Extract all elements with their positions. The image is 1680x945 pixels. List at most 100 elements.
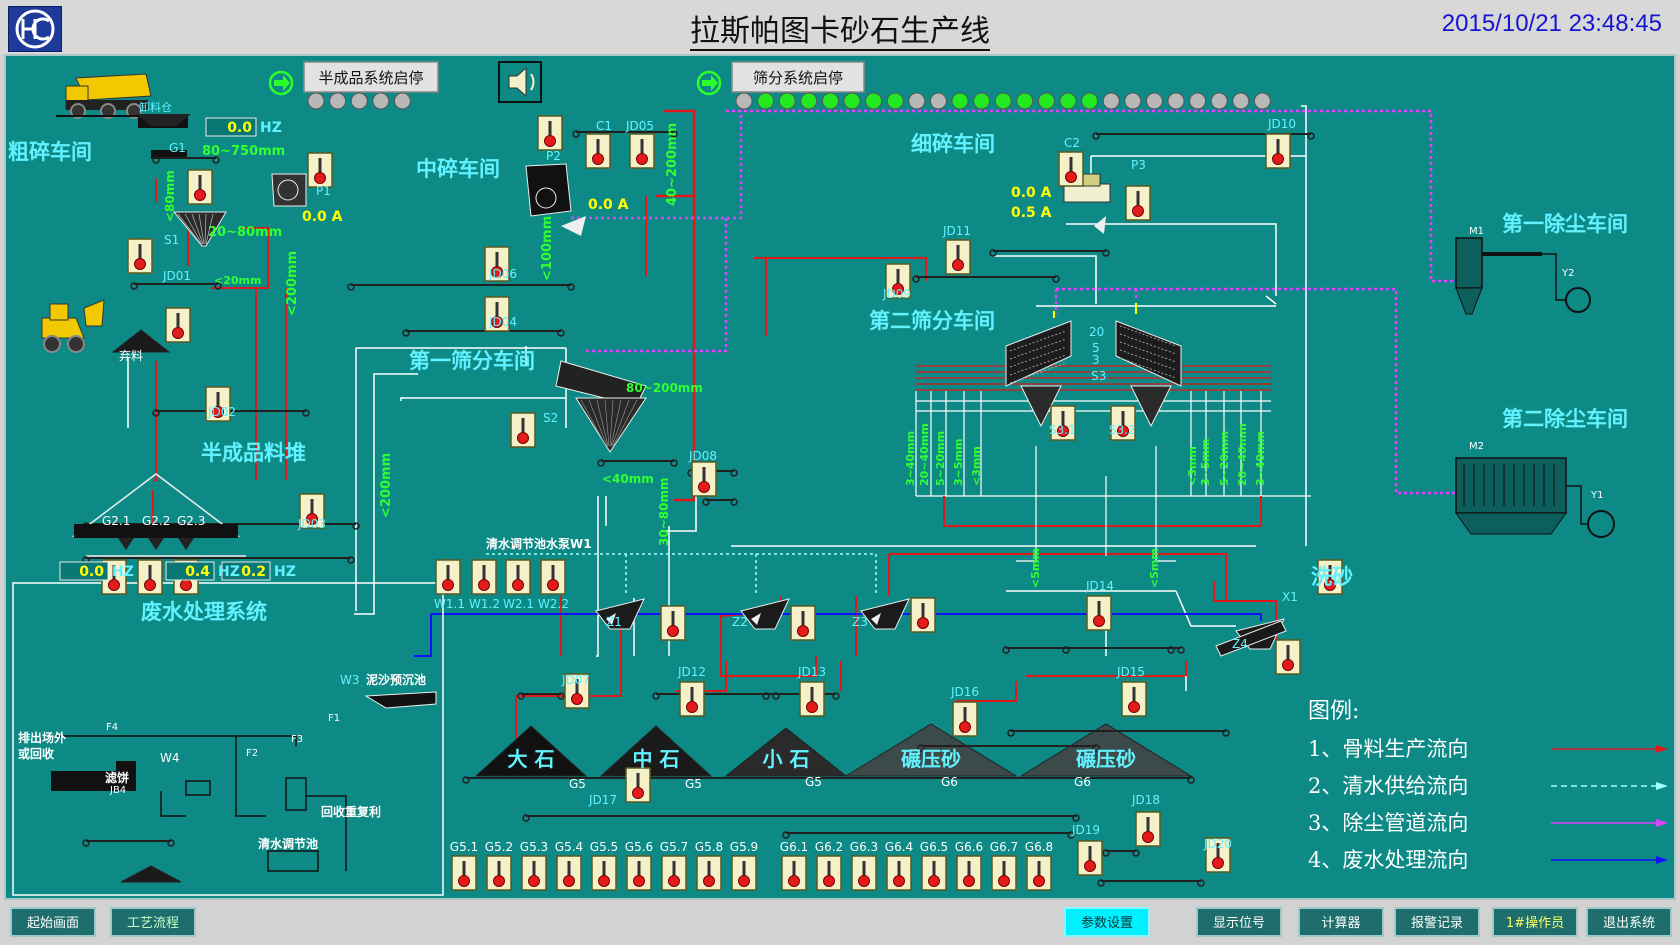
screening-status-lamp [1232, 92, 1250, 110]
device-indicator-34[interactable] [564, 673, 590, 709]
readout-value: 0.0 [79, 564, 104, 580]
g5-feeder-indicator-9[interactable] [731, 855, 757, 891]
device-indicator-22[interactable] [1050, 405, 1076, 441]
device-indicator-17[interactable] [1058, 151, 1084, 187]
device-indicator-13[interactable] [484, 246, 510, 282]
home-button[interactable]: 起始画面 [10, 907, 96, 937]
equipment-label-g22: G2.2 [142, 514, 170, 528]
flow-line [400, 397, 566, 401]
page-title: 拉斯帕图卡砂石生产线 [690, 14, 990, 51]
device-indicator-5[interactable] [205, 386, 231, 422]
g5-feeder-indicator-4[interactable] [556, 855, 582, 891]
g6-feeder-indicator-2[interactable] [816, 855, 842, 891]
param-settings-button[interactable]: 参数设置 [1064, 907, 1150, 937]
equipment-label-g21: G2.1 [102, 514, 130, 528]
device-indicator-33[interactable] [1275, 639, 1301, 675]
size-label: <100mm [540, 216, 555, 281]
device-indicator-23[interactable] [1110, 405, 1136, 441]
size-label: 5~20mm [1218, 431, 1231, 486]
g5-feeder-label: G5.3 [520, 840, 548, 854]
device-indicator-26[interactable] [471, 559, 497, 595]
belt-roller-icon [82, 839, 90, 847]
stockpile-label: 小 石 [763, 747, 810, 771]
flow-line [1026, 661, 1187, 677]
device-indicator-35[interactable] [679, 681, 705, 717]
power-icon[interactable] [696, 70, 722, 96]
equipment-label-jd06: JD06 [488, 267, 517, 281]
device-indicator-40[interactable] [1135, 811, 1161, 847]
equipment-label-g6: G6 [1074, 775, 1091, 789]
device-indicator-41[interactable] [1077, 840, 1103, 876]
equipment-label-discard: 弃料 [119, 348, 143, 363]
device-indicator-29[interactable] [660, 605, 686, 641]
device-indicator-28[interactable] [540, 559, 566, 595]
semi-product-start-stop-button[interactable] [303, 61, 439, 93]
g5-feeder-indicator-8[interactable] [696, 855, 722, 891]
g6-feeder-indicator-1[interactable] [781, 855, 807, 891]
g5-feeder-indicator-2[interactable] [486, 855, 512, 891]
device-indicator-21[interactable] [885, 263, 911, 299]
g6-feeder-label: G6.3 [850, 840, 878, 854]
g6-feeder-indicator-3[interactable] [851, 855, 877, 891]
hz-unit-label: HZ [218, 564, 240, 580]
equipment-label-p3: P3 [1131, 158, 1146, 172]
device-indicator-38[interactable] [1121, 681, 1147, 717]
belt-roller-icon [152, 409, 160, 417]
belt-roller-icon [1307, 132, 1315, 140]
device-indicator-11[interactable] [585, 133, 611, 169]
exit-button[interactable]: 退出系统 [1586, 907, 1672, 937]
device-indicator-3[interactable] [127, 238, 153, 274]
device-indicator-1[interactable] [187, 169, 213, 205]
device-indicator-15[interactable] [510, 412, 536, 448]
process-flow-button[interactable]: 工艺流程 [110, 907, 196, 937]
device-indicator-39[interactable] [625, 767, 651, 803]
device-indicator-14[interactable] [484, 296, 510, 332]
size-label: <200mm [285, 251, 300, 316]
device-indicator-4[interactable] [165, 307, 191, 343]
device-indicator-20[interactable] [945, 239, 971, 275]
power-icon[interactable] [268, 70, 294, 96]
device-indicator-8[interactable] [137, 559, 163, 595]
screening-status-lamp [843, 92, 861, 110]
operator-button[interactable]: 1#操作员 [1492, 907, 1578, 937]
g6-feeder-indicator-6[interactable] [956, 855, 982, 891]
g5-feeder-indicator-5[interactable] [591, 855, 617, 891]
g6-feeder-label: G6.2 [815, 840, 843, 854]
screening-status-lamp [886, 92, 904, 110]
device-indicator-19[interactable] [1265, 133, 1291, 169]
device-indicator-32[interactable] [1086, 595, 1112, 631]
device-indicator-18[interactable] [1125, 185, 1151, 221]
g5-feeder-indicator-1[interactable] [451, 855, 477, 891]
device-indicator-25[interactable] [435, 559, 461, 595]
device-indicator-27[interactable] [505, 559, 531, 595]
device-indicator-16[interactable] [691, 461, 717, 497]
size-label: 3~40mm [904, 431, 917, 486]
equipment-label-w12: W1.2 [469, 597, 500, 611]
g5-feeder-indicator-3[interactable] [521, 855, 547, 891]
screening-start-stop-button-label: 筛分系统启停 [753, 69, 843, 87]
device-indicator-36[interactable] [799, 681, 825, 717]
g6-feeder-indicator-5[interactable] [921, 855, 947, 891]
device-indicator-10[interactable] [537, 115, 563, 151]
belt-roller-icon [1102, 249, 1110, 257]
calculator-button[interactable]: 计算器 [1298, 907, 1384, 937]
equipment-label-s32: S3.2 [1109, 423, 1136, 437]
g6-feeder-indicator-7[interactable] [991, 855, 1017, 891]
g6-feeder-indicator-8[interactable] [1026, 855, 1052, 891]
g5-feeder-indicator-6[interactable] [626, 855, 652, 891]
g6-feeder-indicator-4[interactable] [886, 855, 912, 891]
equipment-label-w11: W1.1 [434, 597, 465, 611]
device-indicator-24[interactable] [1317, 559, 1343, 595]
device-indicator-42[interactable] [1205, 837, 1231, 873]
device-indicator-6[interactable] [299, 493, 325, 529]
alarm-log-button[interactable]: 报警记录 [1394, 907, 1480, 937]
show-position-button[interactable]: 显示位号 [1196, 907, 1282, 937]
device-indicator-31[interactable] [910, 597, 936, 633]
g5-feeder-indicator-7[interactable] [661, 855, 687, 891]
screening-start-stop-button[interactable] [731, 61, 865, 93]
device-indicator-2[interactable] [307, 152, 333, 188]
device-indicator-37[interactable] [952, 701, 978, 737]
device-indicator-12[interactable] [629, 133, 655, 169]
device-indicator-30[interactable] [790, 605, 816, 641]
